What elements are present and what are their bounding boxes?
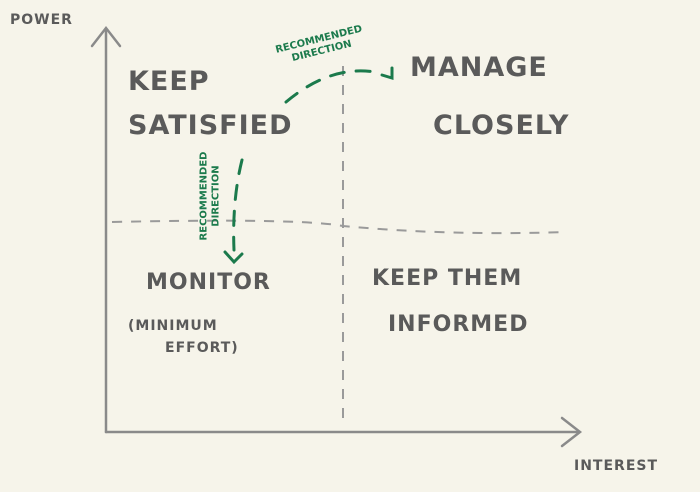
x-axis-arrowhead <box>560 416 583 448</box>
quadrant-keep-informed-line2: INFORMED <box>388 312 529 337</box>
annotation-left: RECOMMENDED DIRECTION <box>198 152 222 241</box>
arrowhead-down-icon <box>223 250 244 265</box>
quadrant-keep-satisfied-line1: KEEP <box>128 66 210 97</box>
x-axis-label: INTEREST <box>574 458 659 474</box>
quadrant-monitor: MONITOR <box>146 270 271 295</box>
quadrant-manage-closely-line2: CLOSELY <box>433 110 570 141</box>
y-axis-arrowhead <box>90 25 122 48</box>
recommended-arrow-down <box>232 158 244 252</box>
quadrant-keep-informed-line1: KEEP THEM <box>372 266 523 291</box>
quadrant-manage-closely-line1: MANAGE <box>410 52 548 83</box>
quadrant-monitor-note2: EFFORT) <box>165 340 239 356</box>
arrowhead-right-icon <box>380 66 394 81</box>
annotation-left-line2: DIRECTION <box>210 165 222 227</box>
recommended-arrow-right <box>284 69 377 104</box>
annotation-left-line1: RECOMMENDED <box>198 151 210 241</box>
y-axis-label: POWER <box>10 12 73 28</box>
quadrant-keep-satisfied-line2: SATISFIED <box>128 110 293 141</box>
horizontal-divider <box>111 219 566 235</box>
quadrant-monitor-note1: (MINIMUM <box>128 318 218 334</box>
